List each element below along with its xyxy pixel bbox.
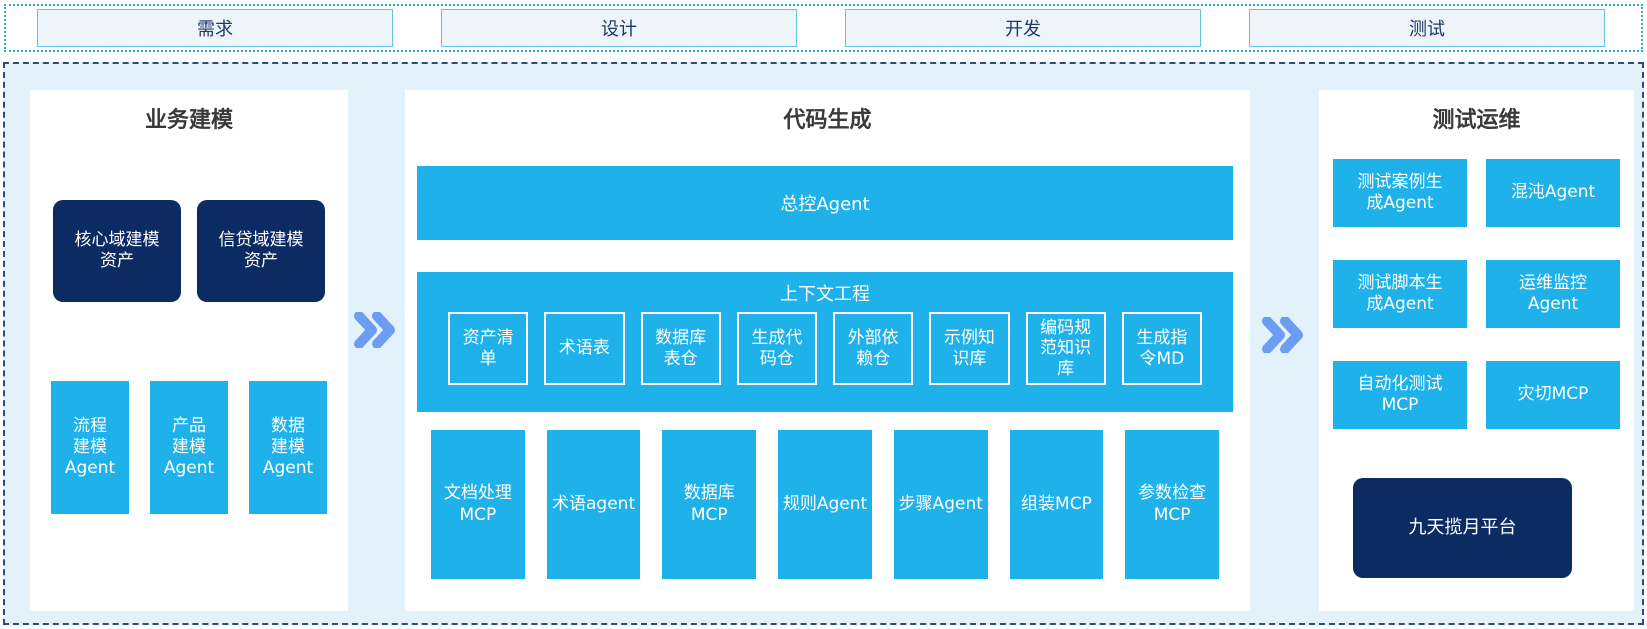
external-dependency-repo-box: 外部依 赖仓 bbox=[833, 312, 914, 385]
step-agent-box: 步骤Agent bbox=[893, 430, 988, 579]
product-modeling-agent-box: 产品 建模 Agent bbox=[150, 381, 228, 514]
param-check-mcp-box: 参数检查 MCP bbox=[1125, 430, 1220, 579]
phase-box-design: 设计 bbox=[441, 9, 797, 47]
asset-list-box: 资产清 单 bbox=[448, 312, 529, 385]
assembly-mcp-box: 组装MCP bbox=[1009, 430, 1104, 579]
database-mcp-box: 数据库 MCP bbox=[662, 430, 757, 579]
master-agent-bar: 总控Agent bbox=[417, 166, 1233, 240]
chaos-agent-box: 混沌Agent bbox=[1486, 159, 1620, 227]
phase-strip: 需求 设计 开发 测试 bbox=[4, 4, 1643, 52]
code-generation-panel: 代码生成 总控Agent 上下文工程 资产清 单 术语表 数据库 表仓 生成代 … bbox=[405, 90, 1250, 611]
example-knowledge-base-box: 示例知 识库 bbox=[929, 312, 1010, 385]
business-modeling-title: 业务建模 bbox=[144, 108, 233, 133]
phase-box-requirements: 需求 bbox=[37, 9, 393, 47]
phase-box-testing: 测试 bbox=[1249, 9, 1605, 47]
business-modeling-panel: 业务建模 核心域建模 资产 信贷域建模 资产 流程 建模 Agent 产品 建模… bbox=[30, 90, 348, 611]
context-engineering-title: 上下文工程 bbox=[780, 284, 870, 305]
glossary-agent-box: 术语agent bbox=[546, 430, 641, 579]
process-modeling-agent-box: 流程 建模 Agent bbox=[51, 381, 129, 514]
test-script-gen-agent-box: 测试脚本生 成Agent bbox=[1333, 260, 1467, 328]
ops-monitoring-agent-box: 运维监控 Agent bbox=[1486, 260, 1620, 328]
jiutian-lanyue-platform-box: 九天揽月平台 bbox=[1353, 478, 1572, 578]
test-ops-grid: 测试案例生 成Agent 混沌Agent 测试脚本生 成Agent 运维监控 A… bbox=[1319, 159, 1634, 429]
doc-processing-mcp-box: 文档处理 MCP bbox=[431, 430, 525, 579]
flow-arrow-icon bbox=[1262, 317, 1303, 353]
data-modeling-agent-box: 数据 建模 Agent bbox=[249, 381, 327, 514]
disaster-switch-mcp-box: 灾切MCP bbox=[1486, 361, 1620, 429]
test-ops-title: 测试运维 bbox=[1432, 108, 1521, 133]
test-case-gen-agent-box: 测试案例生 成Agent bbox=[1333, 159, 1467, 227]
phase-box-development: 开发 bbox=[845, 9, 1201, 47]
generated-code-repo-box: 生成代 码仓 bbox=[736, 312, 817, 385]
modeling-asset-row: 核心域建模 资产 信贷域建模 资产 bbox=[30, 200, 348, 302]
credit-domain-asset-box: 信贷域建模 资产 bbox=[197, 200, 325, 302]
context-items-row: 资产清 单 术语表 数据库 表仓 生成代 码仓 外部依 赖仓 示例知 识库 编码… bbox=[417, 306, 1233, 385]
codegen-tools-row: 文档处理 MCP 术语agent 数据库 MCP 规则Agent 步骤Agent… bbox=[417, 430, 1233, 579]
db-table-repo-box: 数据库 表仓 bbox=[640, 312, 721, 385]
automated-test-mcp-box: 自动化测试 MCP bbox=[1333, 361, 1467, 429]
flow-arrow-icon bbox=[354, 312, 395, 348]
core-domain-asset-box: 核心域建模 资产 bbox=[53, 200, 181, 302]
glossary-box: 术语表 bbox=[544, 312, 625, 385]
generated-instruction-md-box: 生成指 令MD bbox=[1121, 312, 1202, 385]
coding-standard-knowledge-base-box: 编码规 范知识 库 bbox=[1025, 312, 1106, 385]
main-canvas: 业务建模 核心域建模 资产 信贷域建模 资产 流程 建模 Agent 产品 建模… bbox=[3, 62, 1644, 625]
context-engineering-section: 上下文工程 资产清 单 术语表 数据库 表仓 生成代 码仓 外部依 赖仓 示例知… bbox=[417, 272, 1233, 412]
code-generation-title: 代码生成 bbox=[783, 108, 872, 133]
rule-agent-box: 规则Agent bbox=[778, 430, 872, 579]
modeling-agent-row: 流程 建模 Agent 产品 建模 Agent 数据 建模 Agent bbox=[30, 381, 348, 514]
test-ops-panel: 测试运维 测试案例生 成Agent 混沌Agent 测试脚本生 成Agent 运… bbox=[1319, 90, 1634, 611]
